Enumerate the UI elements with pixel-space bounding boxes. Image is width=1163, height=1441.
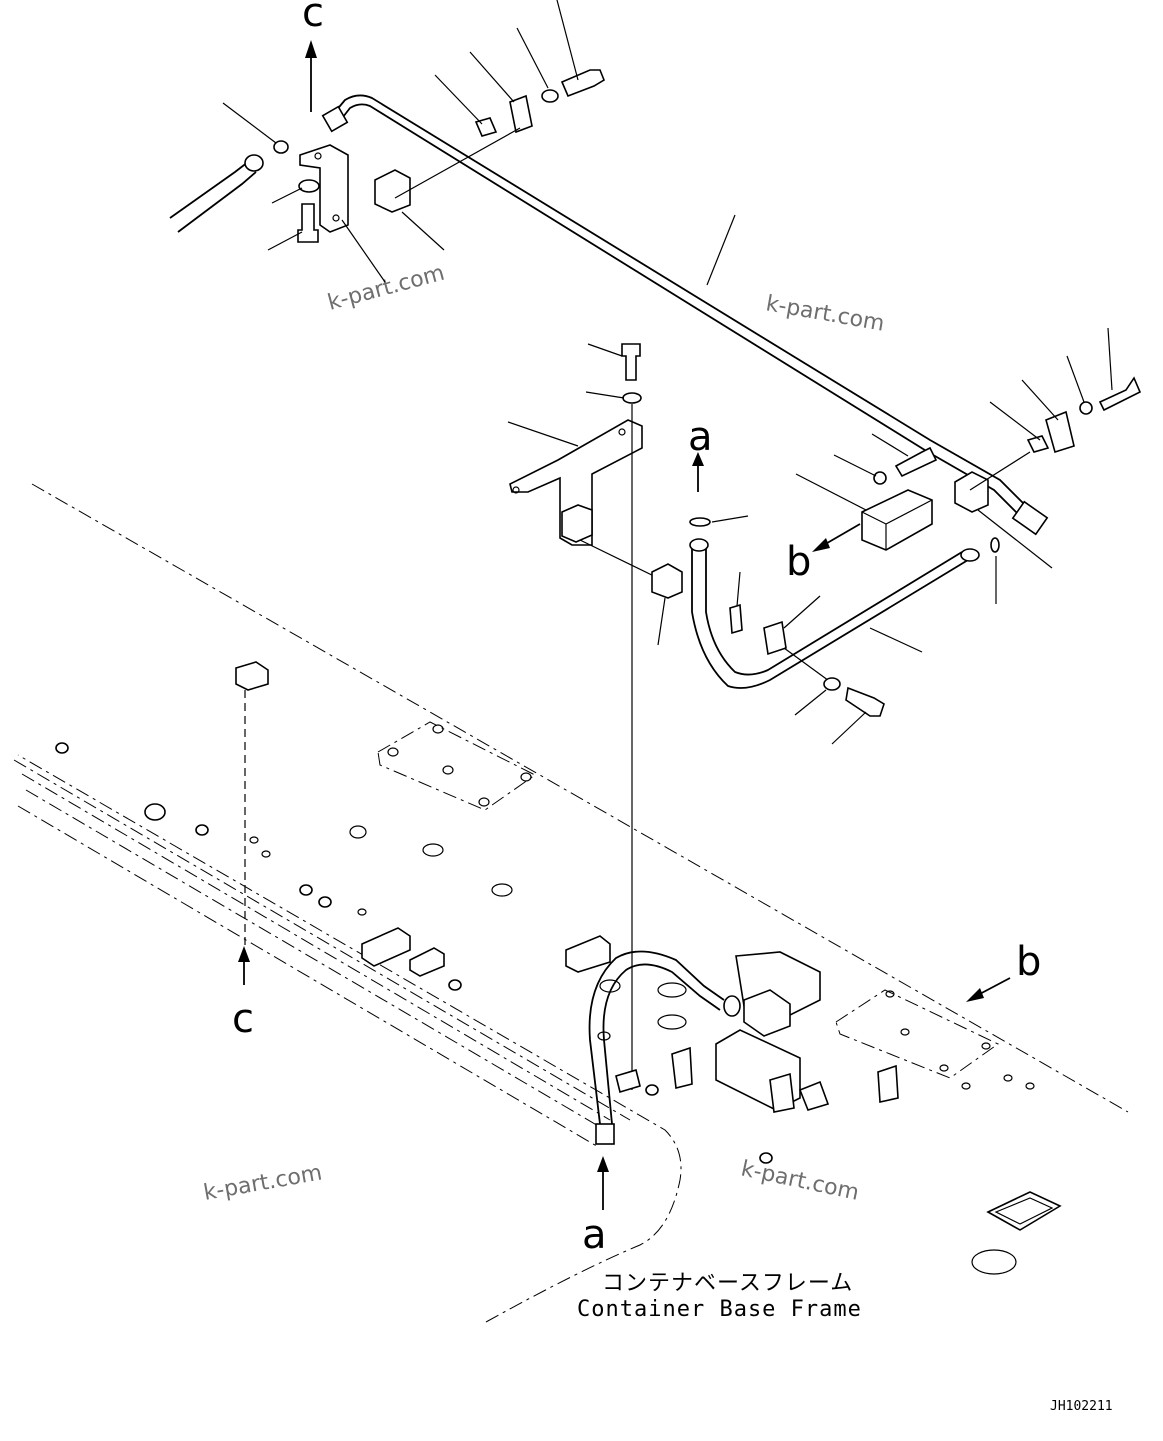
caption-japanese: コンテナベースフレーム [602,1271,853,1296]
watermark-3: k-part.com [202,1160,324,1205]
callout-a-bottom: a [582,1212,607,1258]
middle-bracket-assembly [507,343,980,1090]
drawing-code: JH102211 [1050,1399,1113,1414]
watermark-2: k-part.com [764,291,886,336]
callout-a-top: a [688,414,713,460]
callout-c-top: c [302,0,324,36]
watermark-4: k-part.com [739,1156,861,1205]
callout-b-upper: b [786,539,811,585]
frame-holes [249,724,1035,1275]
caption-english: Container Base Frame [577,1297,862,1322]
upper-pipe-assembly [169,0,1142,604]
container-base-frame [13,40,1129,1323]
callout-b-right: b [1016,939,1041,985]
frame-nuts [55,742,773,1164]
watermark-1: k-part.com [325,261,447,316]
callout-c-left: c [232,996,254,1042]
